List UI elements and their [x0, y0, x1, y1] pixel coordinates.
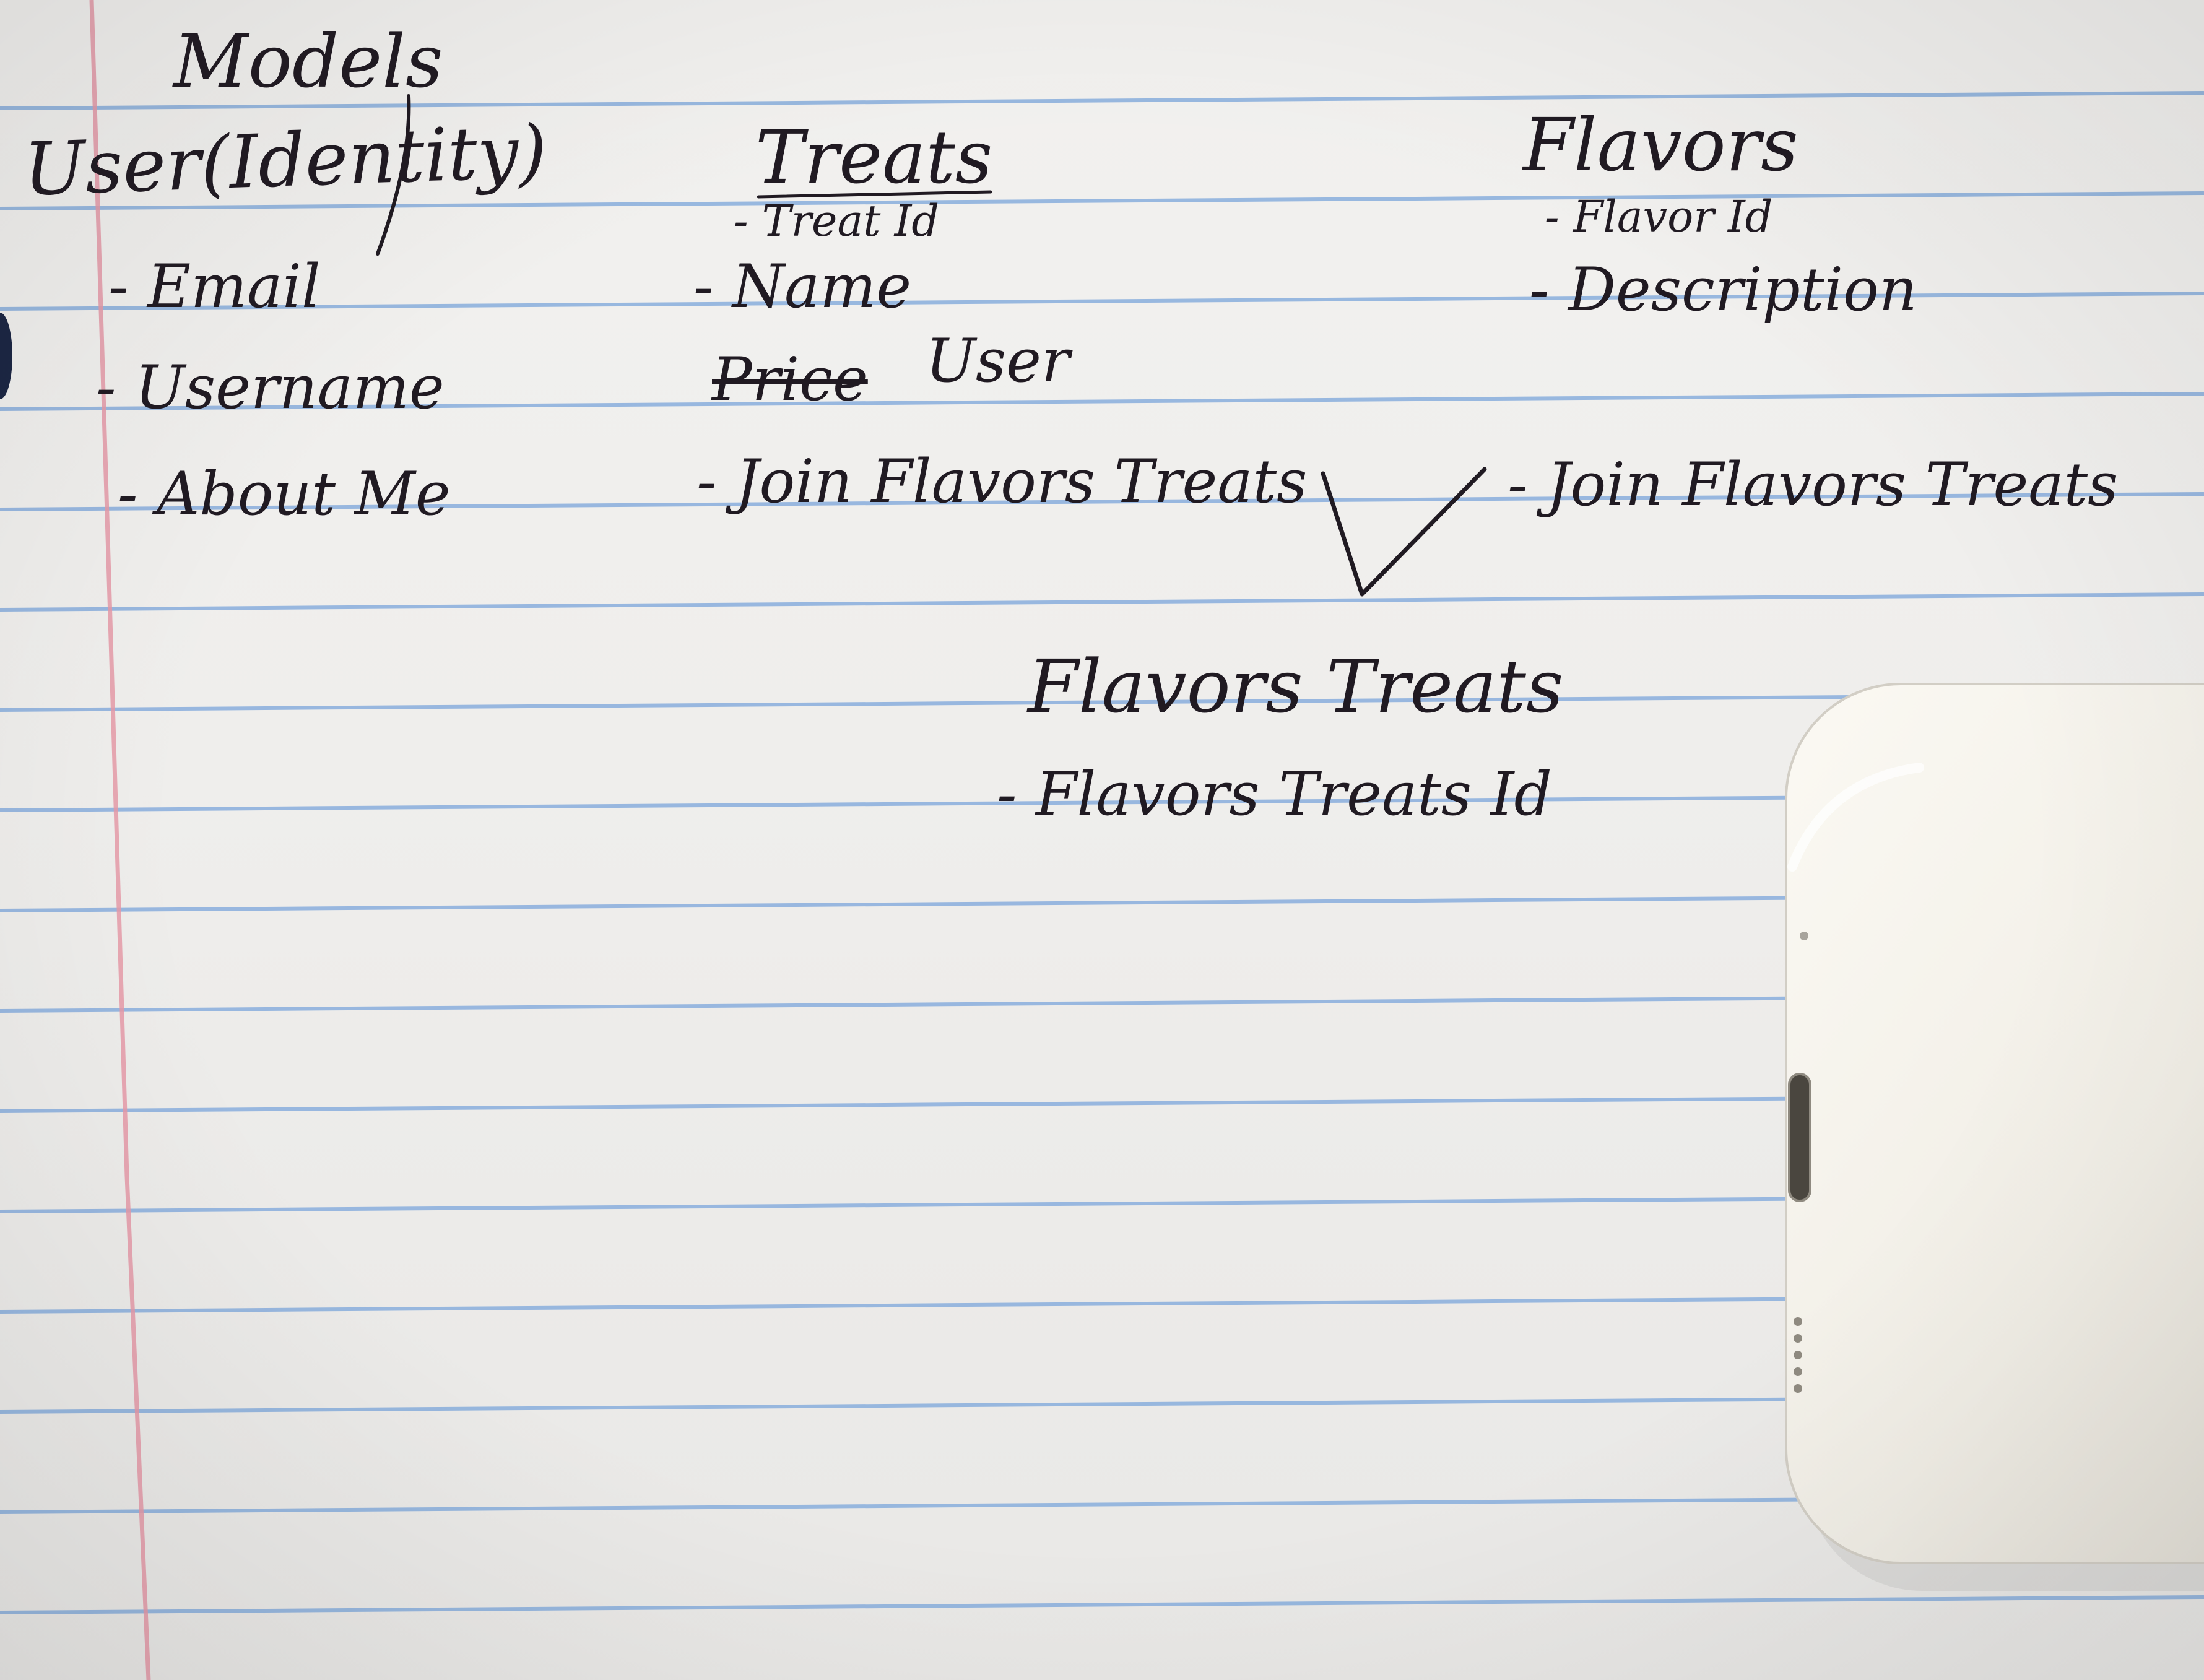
- flavors-field-flavor-id: - Flavor Id: [1545, 191, 1773, 242]
- treats-field-price-crossed: Price: [712, 345, 868, 414]
- treats-field-user: User: [926, 326, 1070, 396]
- treats-field-name: - Name: [693, 252, 912, 321]
- treats-field-treat-id: - Treat Id: [734, 196, 940, 246]
- user-field-about-me: - About Me: [118, 459, 451, 529]
- user-field-email: - Email: [108, 252, 321, 321]
- models-heading: Models: [173, 19, 443, 104]
- flavors-entity-title: Flavors: [1523, 102, 1798, 188]
- join-entity-title: Flavors Treats: [1028, 644, 1564, 729]
- join-field-id: - Flavors Treats Id: [997, 760, 1552, 829]
- user-entity-title: User(Identity): [22, 108, 549, 212]
- treats-entity-title: Treats: [755, 115, 993, 200]
- user-field-username: - Username: [96, 353, 445, 422]
- flavors-field-description: - Description: [1529, 255, 1917, 324]
- flavors-field-join: - Join Flavors Treats: [1508, 450, 2119, 519]
- treats-field-join: - Join Flavors Treats: [696, 447, 1308, 516]
